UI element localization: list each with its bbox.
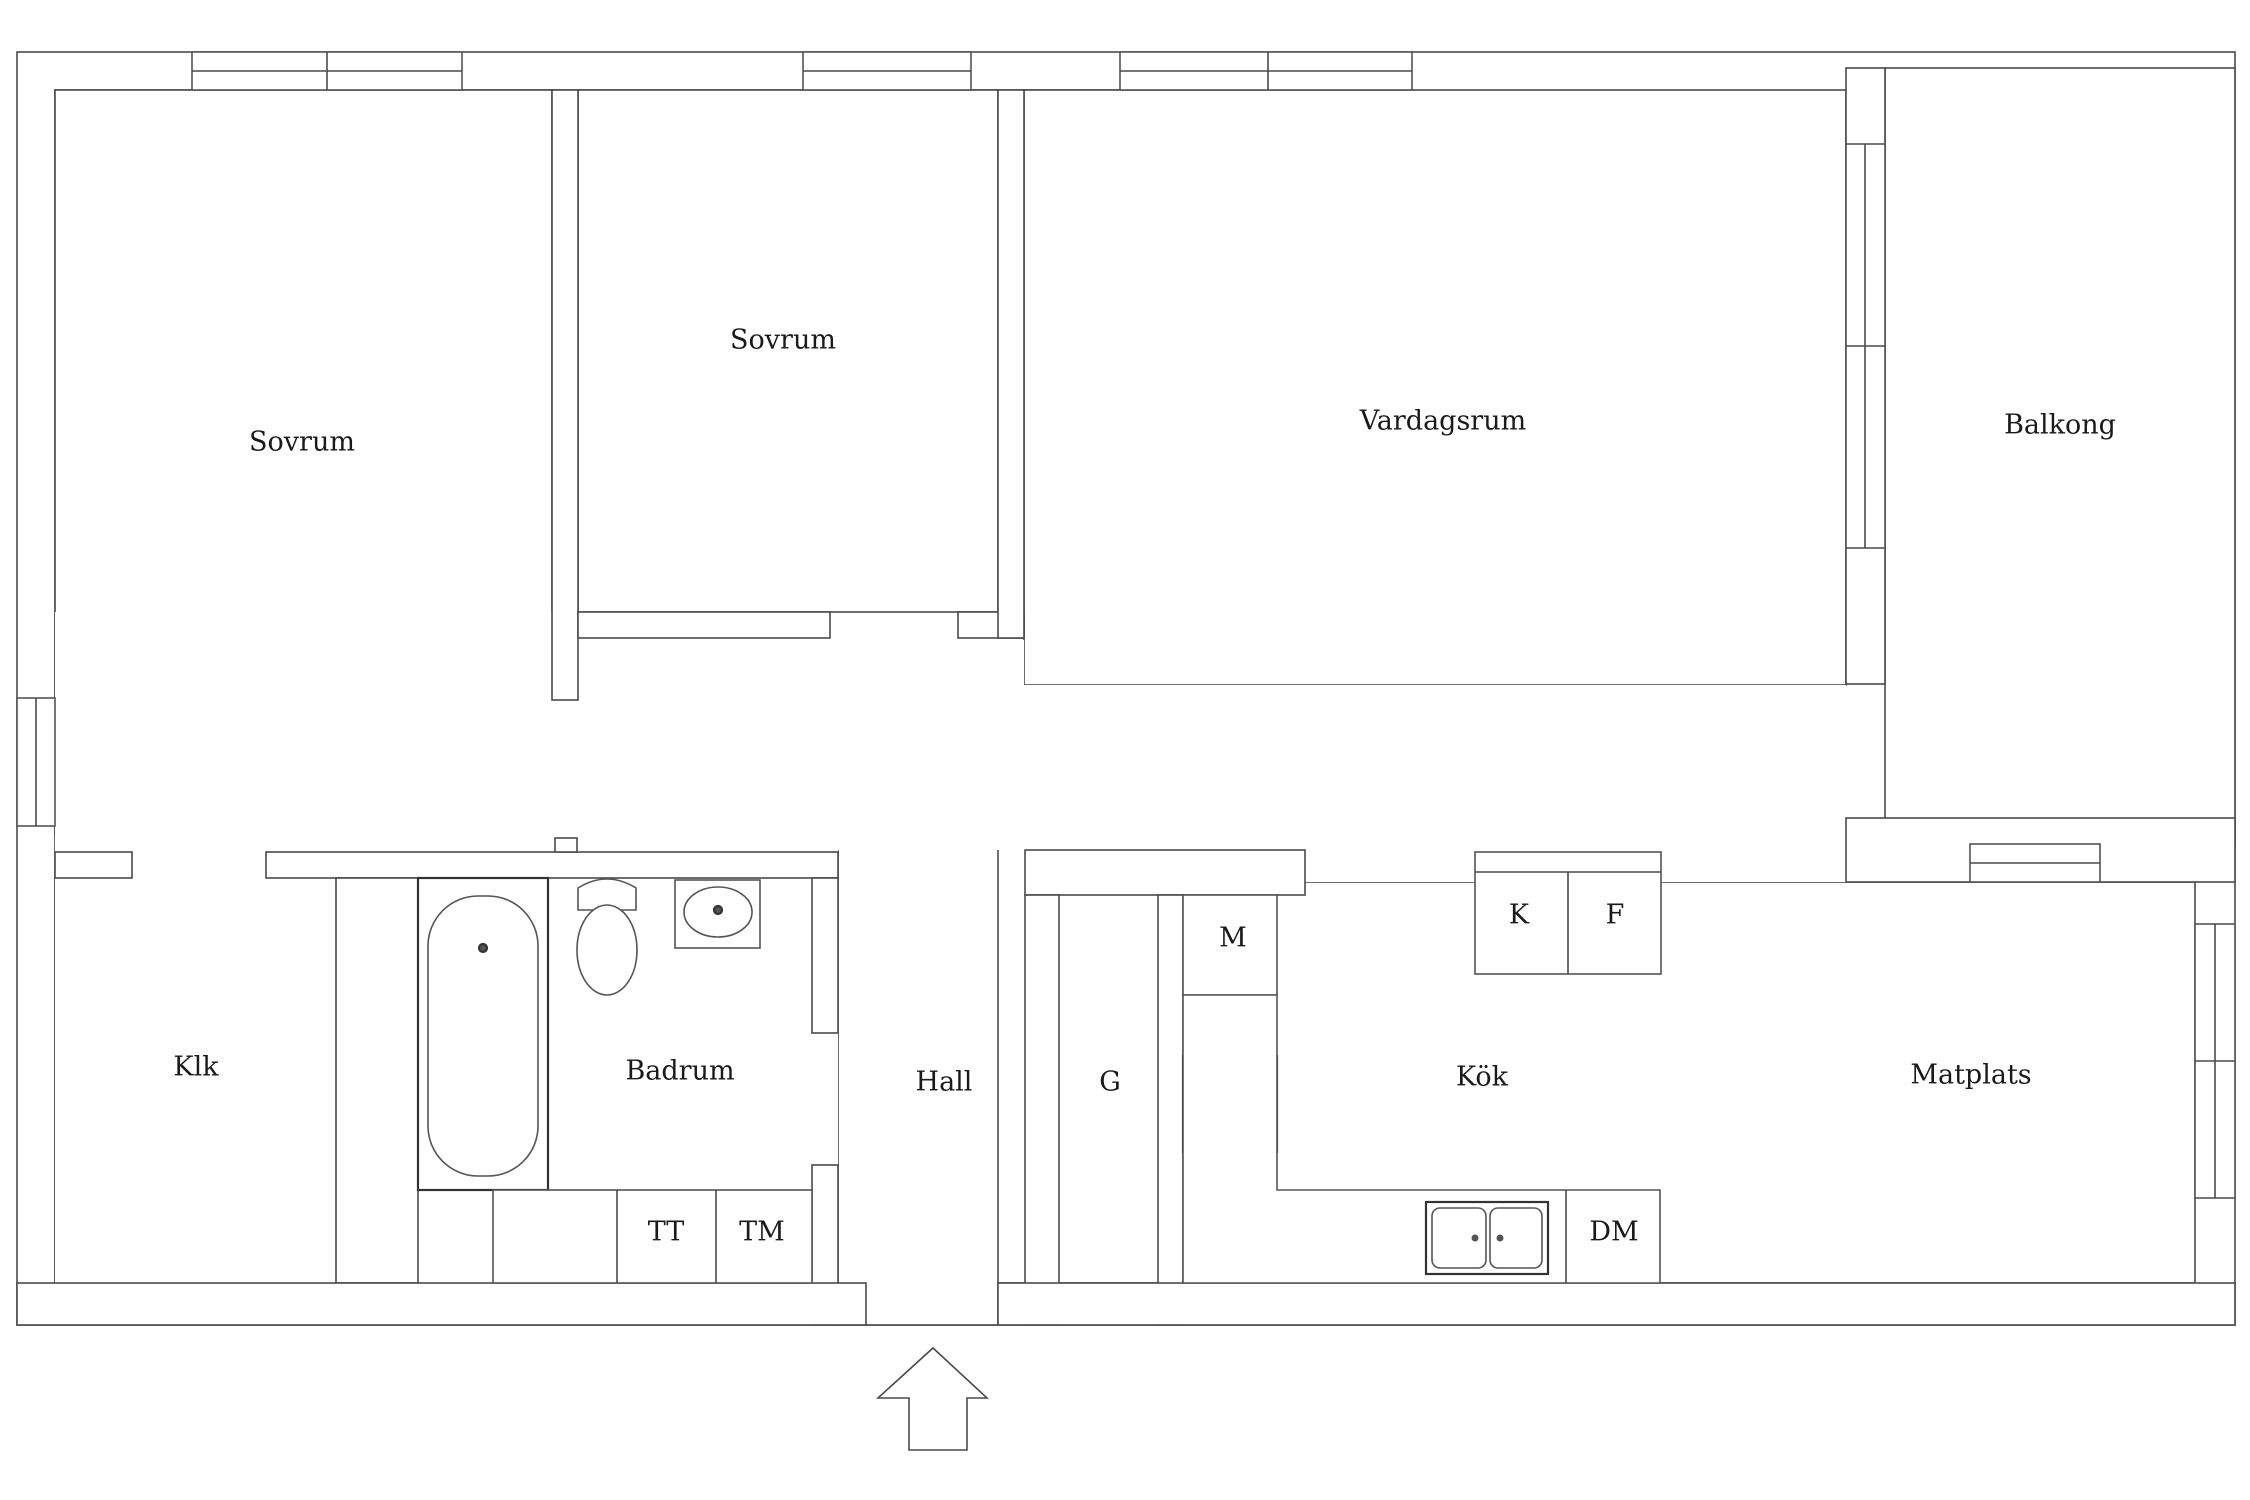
space-hall	[837, 834, 999, 1326]
room-label-kok: Kök	[1456, 1062, 1509, 1093]
space-sovrum-mid	[577, 89, 999, 613]
bathtub	[416, 876, 550, 1192]
wall-garderob-left	[1024, 894, 1060, 1326]
toilet	[576, 878, 638, 996]
wall-bed1-bed2	[551, 89, 579, 701]
room-label-sovrum-mid: Sovrum	[730, 325, 836, 356]
room-label-balkong: Balkong	[2004, 410, 2116, 441]
room-label-vardagsrum: Vardagsrum	[1359, 406, 1526, 437]
wall-bed2-bottom	[577, 611, 831, 639]
room-label-sovrum-left: Sovrum	[249, 427, 355, 458]
wall-bottom-right	[997, 1282, 2236, 1326]
fixture-label-washer: TM	[739, 1217, 785, 1248]
windows	[16, 51, 2236, 1199]
fridge-freezer	[1474, 851, 1662, 975]
room-label-badrum: Badrum	[625, 1056, 734, 1087]
wall-garderob-right	[1157, 894, 1184, 1326]
wall-garderob-top	[1024, 849, 1306, 896]
wall-klk-badrum	[335, 877, 419, 1284]
sink	[674, 879, 761, 949]
room-label-matplats: Matplats	[1910, 1060, 2031, 1091]
room-label-garderob: G	[1099, 1067, 1121, 1098]
wall-badrum-notch	[554, 837, 578, 853]
laundry-counter	[492, 1189, 813, 1284]
fixture-label-dryer: TT	[648, 1217, 685, 1248]
entrance-arrow-icon	[875, 1346, 990, 1451]
wall-bottom-left	[16, 1282, 867, 1326]
fixture-label-freezer: F	[1606, 900, 1625, 931]
space-balkong	[1884, 67, 2236, 845]
fixture-label-cooler: K	[1509, 900, 1530, 931]
wall-badrum-right-upper	[811, 877, 839, 1034]
fixture-label-microwave: M	[1219, 923, 1247, 954]
room-label-hall: Hall	[916, 1067, 973, 1098]
room-label-klk: Klk	[173, 1052, 219, 1083]
space-vardagsrum	[1023, 89, 1847, 686]
wall-bed2-living	[997, 89, 1025, 639]
kitchen-sink	[1424, 1200, 1550, 1276]
wall-klk-top-left	[54, 851, 133, 879]
wall-klk-top-right	[265, 851, 839, 879]
fixture-label-dishwasher: DM	[1589, 1217, 1638, 1248]
microwave-cabinet	[1182, 894, 1278, 996]
